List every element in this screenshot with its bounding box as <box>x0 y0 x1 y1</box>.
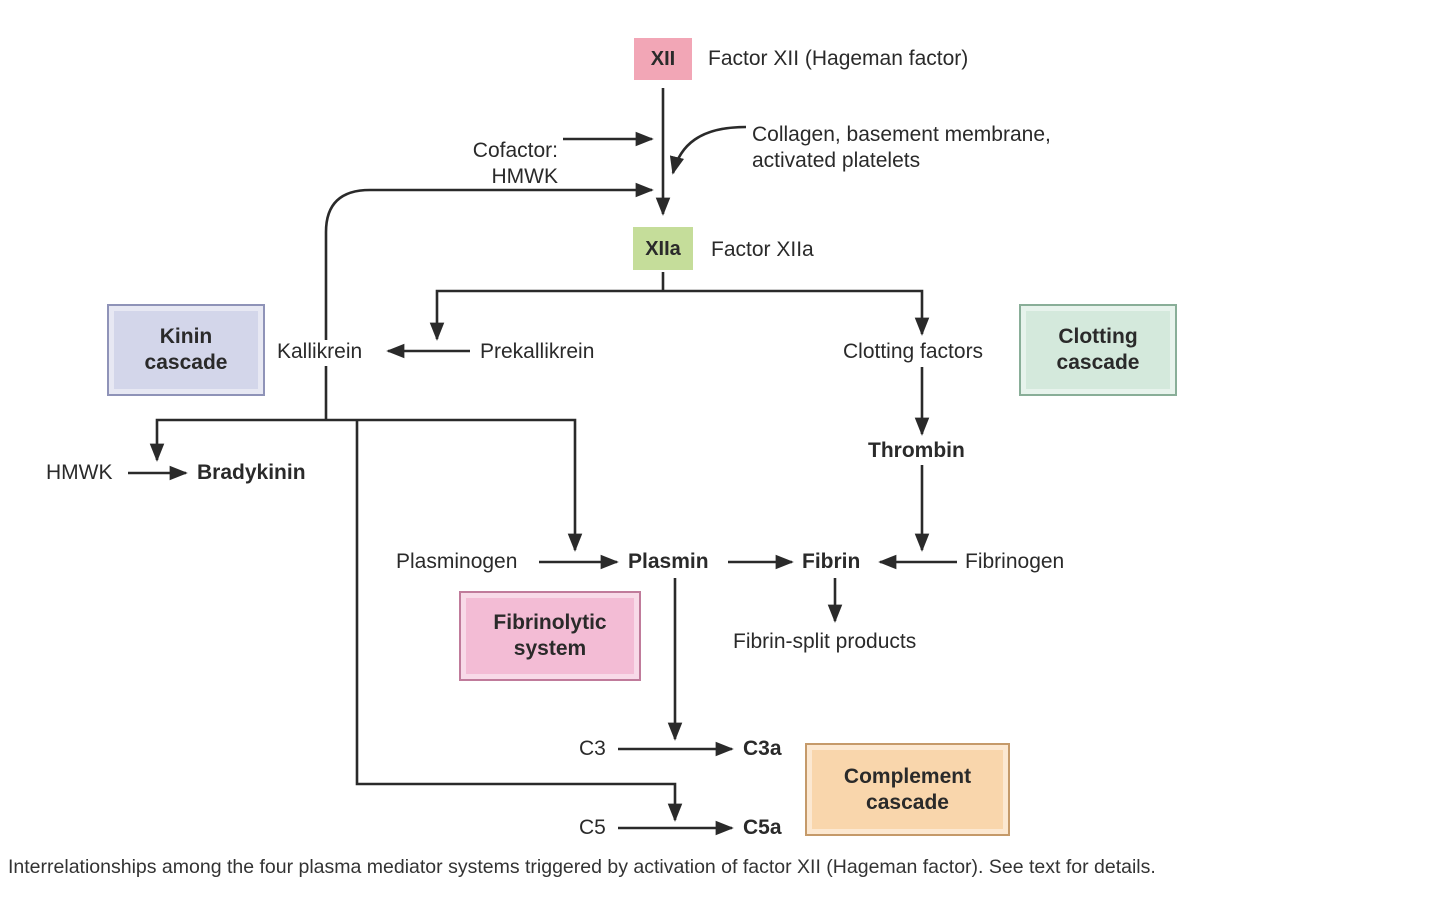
factor-xii-label: Factor XII (Hageman factor) <box>708 47 969 70</box>
cofactor-label: Cofactor: HMWK <box>472 139 558 188</box>
factor-xiia-box: XIIa <box>633 227 693 270</box>
xiia-to-clotting-arrow <box>663 289 930 336</box>
factor-xiia-box-text: XIIa <box>645 237 681 260</box>
clotting-cascade-box: Clotting cascade <box>1019 304 1177 396</box>
plasmin-label: Plasmin <box>628 550 709 573</box>
kallikrein-feedback-arrow <box>324 182 654 340</box>
c3-label: C3 <box>579 737 606 760</box>
xiia-to-prekallikrein-arrow <box>429 289 663 341</box>
complement-cascade-box: Complement cascade <box>805 743 1010 836</box>
bradykinin-label: Bradykinin <box>197 461 306 484</box>
clotting-factors-label: Clotting factors <box>843 340 984 363</box>
kallikrein-to-hmwk-arrow <box>149 418 326 462</box>
prekallikrein-label: Prekallikrein <box>480 340 595 363</box>
kallikrein-to-c5-arrow <box>355 420 683 822</box>
collagen-label: Collagen, basement membrane, activated p… <box>752 123 1051 172</box>
plasminogen-label: Plasminogen <box>396 550 518 573</box>
kinin-cascade-box: Kinin cascade <box>107 304 265 396</box>
clotting-cascade-text: Clotting cascade <box>1056 325 1140 374</box>
c5a-label: C5a <box>743 816 782 839</box>
hmwk-label: HMWK <box>46 461 113 484</box>
kallikrein-to-plasminogen-arrow <box>326 418 583 552</box>
c5-label: C5 <box>579 816 606 839</box>
fibrinogen-label: Fibrinogen <box>965 550 1065 573</box>
thrombin-label: Thrombin <box>868 439 965 462</box>
kallikrein-label: Kallikrein <box>277 340 363 363</box>
collagen-arrow <box>669 125 747 175</box>
fibrin-label: Fibrin <box>802 550 861 573</box>
factor-xii-box-text: XII <box>650 48 676 70</box>
factor-xiia-label: Factor XIIa <box>711 238 814 261</box>
fibrinolytic-system-text: Fibrinolytic system <box>493 611 607 660</box>
c3a-label: C3a <box>743 737 782 760</box>
complement-cascade-text: Complement cascade <box>843 764 972 814</box>
figure-caption: Interrelationships among the four plasma… <box>8 856 1156 878</box>
fibrin-split-products-label: Fibrin-split products <box>733 630 917 653</box>
kinin-cascade-text: Kinin cascade <box>144 325 228 374</box>
fibrinolytic-system-box: Fibrinolytic system <box>459 591 641 681</box>
factor-xii-box: XII <box>634 38 692 80</box>
